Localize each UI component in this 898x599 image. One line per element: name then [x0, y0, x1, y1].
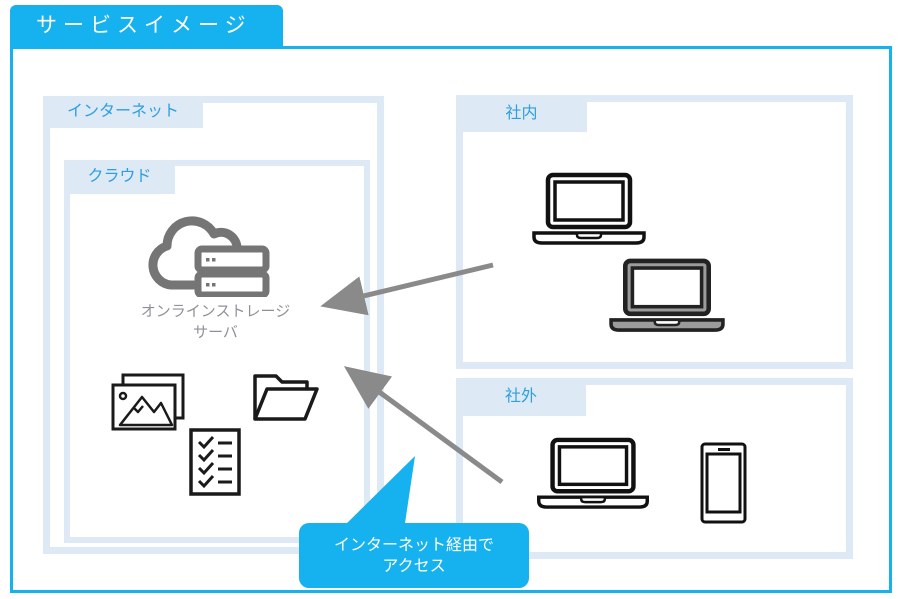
server-label-line2: サーバ — [193, 324, 238, 341]
online-storage-server-label: オンラインストレージ サーバ — [118, 301, 313, 343]
page-title: サービスイメージ — [10, 5, 283, 46]
server-label-line1: オンラインストレージ — [140, 303, 291, 320]
folder-icon — [253, 374, 319, 421]
laptop-gray-icon — [609, 258, 725, 332]
laptop-icon — [532, 172, 646, 245]
cloud-server-icon — [148, 216, 270, 297]
cloud-label: クラウド — [64, 160, 175, 194]
office-label: 社内 — [456, 95, 587, 132]
outside-label: 社外 — [456, 378, 586, 416]
office-box: 社内 — [456, 95, 853, 369]
callout-line1: インターネット経由で — [333, 536, 494, 554]
cloud-box: クラウド — [64, 160, 370, 543]
laptop-icon — [537, 437, 649, 509]
callout-line2: アクセス — [382, 557, 446, 575]
checklist-icon — [189, 428, 241, 496]
internet-label: インターネット — [43, 96, 203, 128]
photos-icon — [111, 373, 185, 431]
smartphone-icon — [700, 442, 747, 524]
internet-box: インターネット — [43, 96, 384, 554]
callout-bubble: インターネット経由で アクセス — [299, 523, 529, 588]
